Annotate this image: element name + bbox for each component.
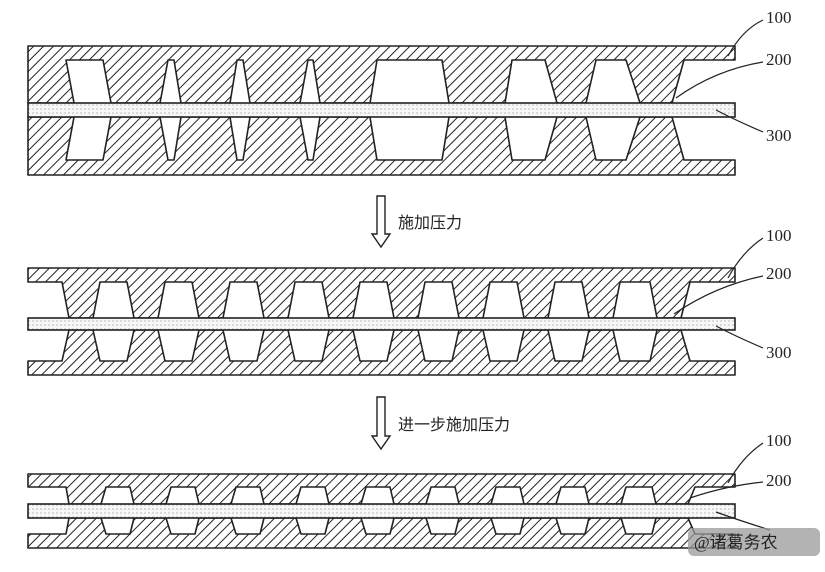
step-2-arrow: 进一步施加压力 (370, 396, 510, 451)
stage-1-label-200: 200 (766, 50, 792, 69)
stage-2-label-200: 200 (766, 264, 792, 283)
stage-1-top-layer (27, 45, 736, 104)
stage-1-label-300: 300 (766, 126, 792, 145)
stage-1-leader-100 (727, 19, 764, 57)
stage-2-leader-100 (727, 237, 764, 279)
stage-1-label-100: 100 (766, 8, 792, 27)
down-arrow-icon (370, 195, 392, 249)
stage-3-leader-200 (689, 481, 764, 499)
stage-1-bottom-layer (27, 116, 736, 176)
watermark-text: @诸葛务农 (694, 533, 778, 552)
stage-2-dotted-layer (27, 317, 736, 331)
stage-2-label-100: 100 (766, 226, 792, 245)
stage-2-leader-200 (673, 275, 764, 315)
stage-1-assembly: 100 200 300 (27, 8, 792, 176)
stage-2-bottom-layer (27, 329, 736, 376)
stage-3-bottom-layer (27, 517, 736, 549)
stage-1-leader-300 (715, 109, 764, 133)
stage-3-leader-100 (727, 442, 764, 484)
stage-1-dotted-layer (27, 102, 736, 118)
stage-3-dotted-layer (27, 503, 736, 519)
stage-2-assembly: 100 200 300 (27, 226, 792, 376)
stage-3-assembly: 100 200 (27, 431, 792, 549)
stage-1-leader-200 (675, 61, 764, 99)
down-arrow-icon (370, 396, 392, 451)
stage-3-top-layer (27, 473, 736, 505)
stage-3-label-100: 100 (766, 431, 792, 450)
step-1-label: 施加压力 (398, 214, 462, 232)
watermark: @诸葛务农 (688, 528, 820, 556)
stage-3-label-200: 200 (766, 471, 792, 490)
stage-2-label-300: 300 (766, 343, 792, 362)
watermark-background (688, 528, 820, 556)
stage-3-leader-300 (715, 511, 771, 531)
step-2-label: 进一步施加压力 (398, 416, 510, 434)
stage-2-leader-300 (715, 325, 764, 349)
stage-2-top-layer (27, 267, 736, 319)
step-1-arrow: 施加压力 (370, 195, 462, 249)
